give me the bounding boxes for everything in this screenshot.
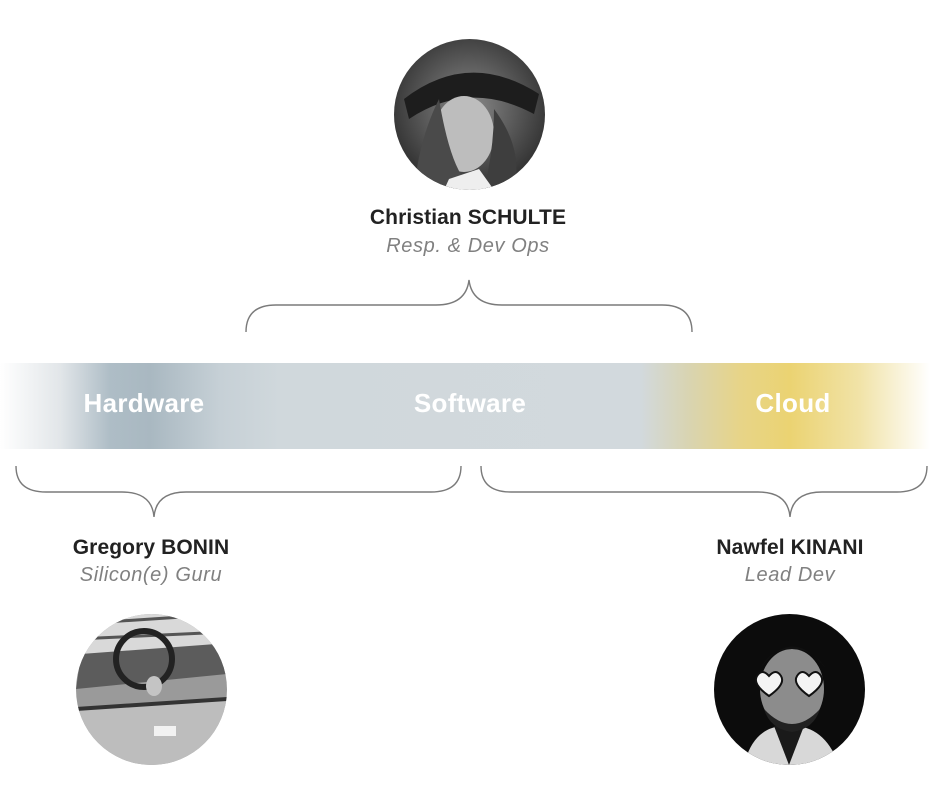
avatar-gregory-bonin	[76, 614, 227, 765]
band-label-software: Software	[413, 388, 527, 418]
band-label-hardware: Hardware	[83, 388, 205, 418]
person-role-right: Lead Dev	[744, 564, 836, 586]
brace-top-software	[245, 279, 693, 333]
avatar-nawfel-kinani	[714, 614, 865, 765]
brace-left-hardware-software	[15, 465, 462, 518]
brace-right-software-cloud	[480, 465, 928, 518]
person-name-left: Gregory BONIN	[72, 536, 230, 559]
portrait-photo-icon	[714, 614, 865, 765]
technology-band	[0, 363, 941, 449]
person-role-left: Silicon(e) Guru	[79, 564, 223, 586]
portrait-photo-icon	[76, 614, 227, 765]
avatar-christian-schulte	[394, 39, 545, 190]
person-role-top: Resp. & Dev Ops	[386, 235, 550, 257]
portrait-photo-icon	[394, 39, 545, 190]
person-name-top: Christian SCHULTE	[369, 206, 567, 229]
person-name-right: Nawfel KINANI	[716, 536, 864, 559]
band-label-cloud: Cloud	[755, 388, 831, 418]
